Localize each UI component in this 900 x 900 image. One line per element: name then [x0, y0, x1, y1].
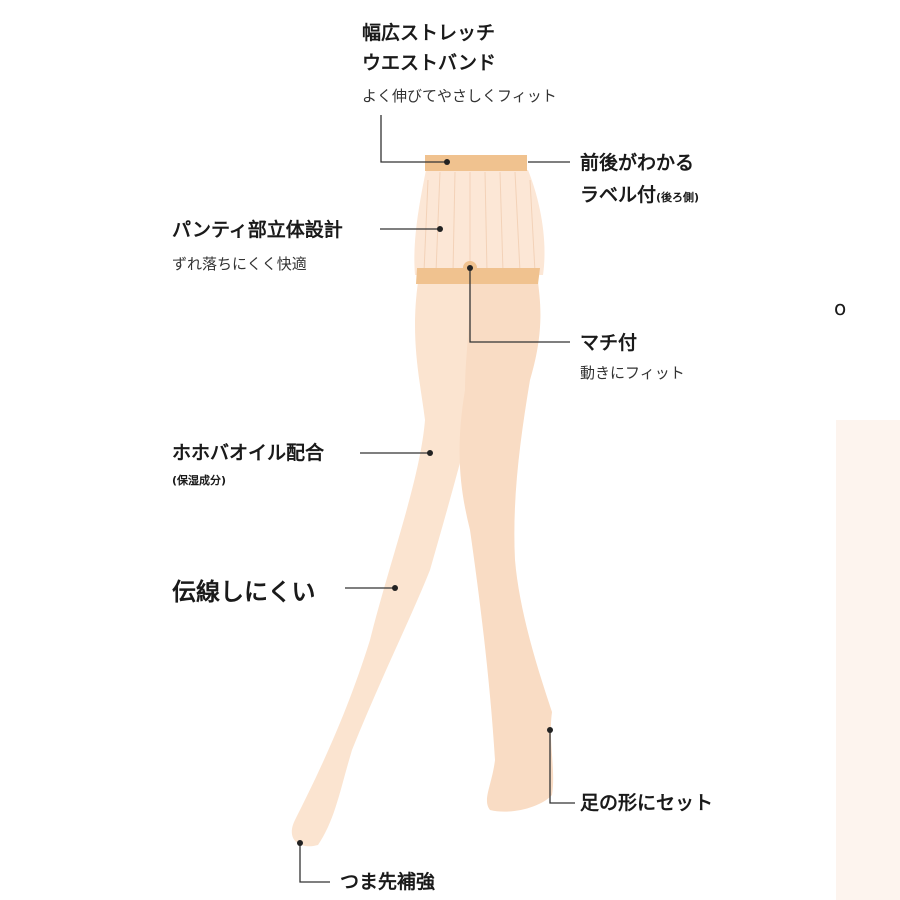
- label-tag-note: (後ろ側): [656, 191, 700, 204]
- label-tag-text: ラベル付: [580, 184, 657, 206]
- waistband-title-1: 幅広ストレッチ: [362, 22, 496, 44]
- leader-dots: [297, 159, 553, 846]
- panty-title: パンティ部立体設計: [172, 219, 343, 241]
- panty-part: [414, 170, 545, 275]
- jojoba-title: ホホバオイル配合: [172, 442, 325, 464]
- waistband-title-2: ウエストバンド: [362, 52, 496, 74]
- toe-title: つま先補強: [340, 871, 436, 893]
- gusset-sub: 動きにフィット: [580, 364, 685, 382]
- jojoba-sub: (保湿成分): [172, 474, 227, 487]
- thigh-band: [416, 268, 540, 284]
- side-mark: o: [834, 296, 847, 320]
- gusset-title: マチ付: [580, 332, 638, 354]
- leader-lines: [299, 115, 575, 883]
- panty-sub: ずれ落ちにくく快適: [172, 255, 307, 273]
- right-leg: [459, 282, 554, 812]
- waistband-sub: よく伸びてやさしくフィット: [362, 87, 557, 105]
- waistband: [425, 155, 527, 171]
- left-leg: [291, 282, 480, 847]
- label-tag-title-1: 前後がわかる: [580, 152, 695, 174]
- foot-title: 足の形にセット: [580, 792, 714, 814]
- run-resistant-title: 伝線しにくい: [172, 578, 316, 606]
- panty-stripes: [423, 171, 536, 273]
- label-tag-title-2: ラベル付(後ろ側): [580, 182, 699, 211]
- side-panel: [836, 420, 900, 900]
